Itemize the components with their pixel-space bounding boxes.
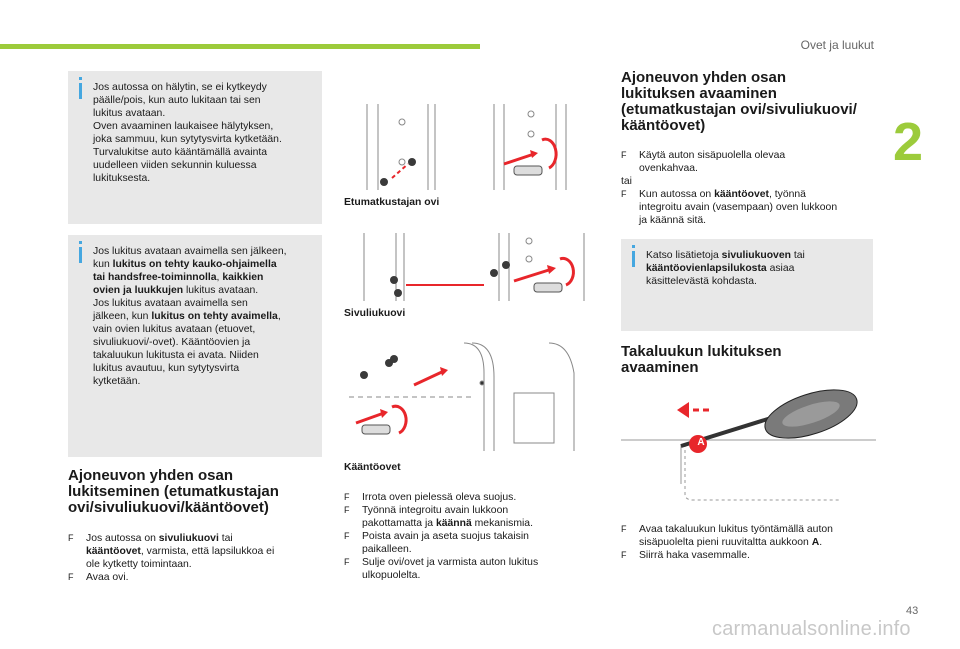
note-line: kun lukitus on tehty kauko-ohjaimella bbox=[93, 259, 277, 270]
chapter-number: 2 bbox=[893, 112, 924, 172]
info-icon bbox=[632, 245, 635, 267]
figure-front-passenger-door bbox=[366, 104, 567, 190]
watermark: carmanualsonline.info bbox=[712, 618, 911, 640]
note-line: lukituksesta. bbox=[93, 173, 151, 184]
section-title: Ovet ja luukut bbox=[800, 38, 874, 52]
header-accent-bar bbox=[0, 44, 480, 49]
note-line: Jos lukitus avataan avaimella sen jälkee… bbox=[93, 246, 287, 257]
heading-tailgate-unlock: Takaluukun lukituksen avaaminen bbox=[621, 343, 782, 376]
note-line: Katso lisätietoja sivuliukuoven tai bbox=[646, 250, 805, 261]
info-note-alarm: Jos autossa on hälytin, se ei kytkeydy p… bbox=[68, 71, 322, 224]
note-line: Jos lukitus avataan avaimella sen bbox=[93, 298, 248, 309]
note-line: kääntöovienlapsilukosta asiaa bbox=[646, 263, 795, 274]
note-line: kytketään. bbox=[93, 376, 141, 387]
figure-sliding-door bbox=[363, 233, 585, 301]
figure-label-a: A bbox=[697, 437, 705, 448]
note-line: joka sammuu, kun sytytysvirta kytketään. bbox=[93, 134, 282, 145]
note-line: sivuliukuovi/-ovet). Kääntöovien ja bbox=[93, 337, 251, 348]
note-line: Oven avaaminen laukaisee hälytyksen, bbox=[93, 121, 274, 132]
info-note-key-unlock: Jos lukitus avataan avaimella sen jälkee… bbox=[68, 235, 322, 457]
info-icon bbox=[79, 241, 82, 263]
note-line: käsittelevästä kohdasta. bbox=[646, 276, 757, 287]
note-line: tai handsfree-toiminnolla, kaikkien bbox=[93, 272, 264, 283]
note-line: Turvalukitse auto kääntämällä avainta bbox=[93, 147, 268, 158]
figure-tailgate-screwdriver bbox=[621, 389, 876, 501]
lock-instructions: F Jos autossa on sivuliukuovi tai kääntö… bbox=[68, 532, 328, 584]
info-icon bbox=[79, 77, 82, 99]
note-line: uudelleen viiden sekunnin kuluessa bbox=[93, 160, 257, 171]
note-line: lukitus avautuu, kun sytytysvirta bbox=[93, 363, 240, 374]
page-number: 43 bbox=[906, 605, 919, 617]
note-line: ovien ja luukkujen lukitus avataan. bbox=[93, 285, 259, 296]
list-item: F Avaa ovi. bbox=[68, 572, 129, 583]
heading-unlock-single-part: Ajoneuvon yhden osan lukituksen avaamine… bbox=[621, 69, 857, 134]
caption-front-passenger-door: Etumatkustajan ovi bbox=[344, 197, 440, 208]
note-line: takaluukun lukitusta ei avata. Niiden bbox=[93, 350, 259, 361]
note-line: päälle/pois, kun auto lukitaan tai sen bbox=[93, 95, 261, 106]
info-note-child-lock: Katso lisätietoja sivuliukuoven tai kään… bbox=[621, 239, 873, 331]
note-line: Jos autossa on hälytin, se ei kytkeydy bbox=[93, 82, 267, 93]
note-line: lukitus avataan. bbox=[93, 108, 166, 119]
note-line: vain ovien lukitus avataan (etuovet, bbox=[93, 324, 256, 335]
list-item: F Jos autossa on sivuliukuovi tai kääntö… bbox=[68, 533, 275, 570]
caption-sliding-door: Sivuliukuovi bbox=[344, 308, 406, 319]
heading-lock-single-part: Ajoneuvon yhden osan lukitseminen (etuma… bbox=[68, 467, 279, 516]
note-line: jälkeen, kun lukitus on tehty avaimella, bbox=[93, 311, 281, 322]
caption-rear-doors: Kääntöovet bbox=[344, 462, 401, 473]
figure-rear-doors bbox=[349, 342, 575, 451]
or-text: tai bbox=[621, 176, 632, 187]
